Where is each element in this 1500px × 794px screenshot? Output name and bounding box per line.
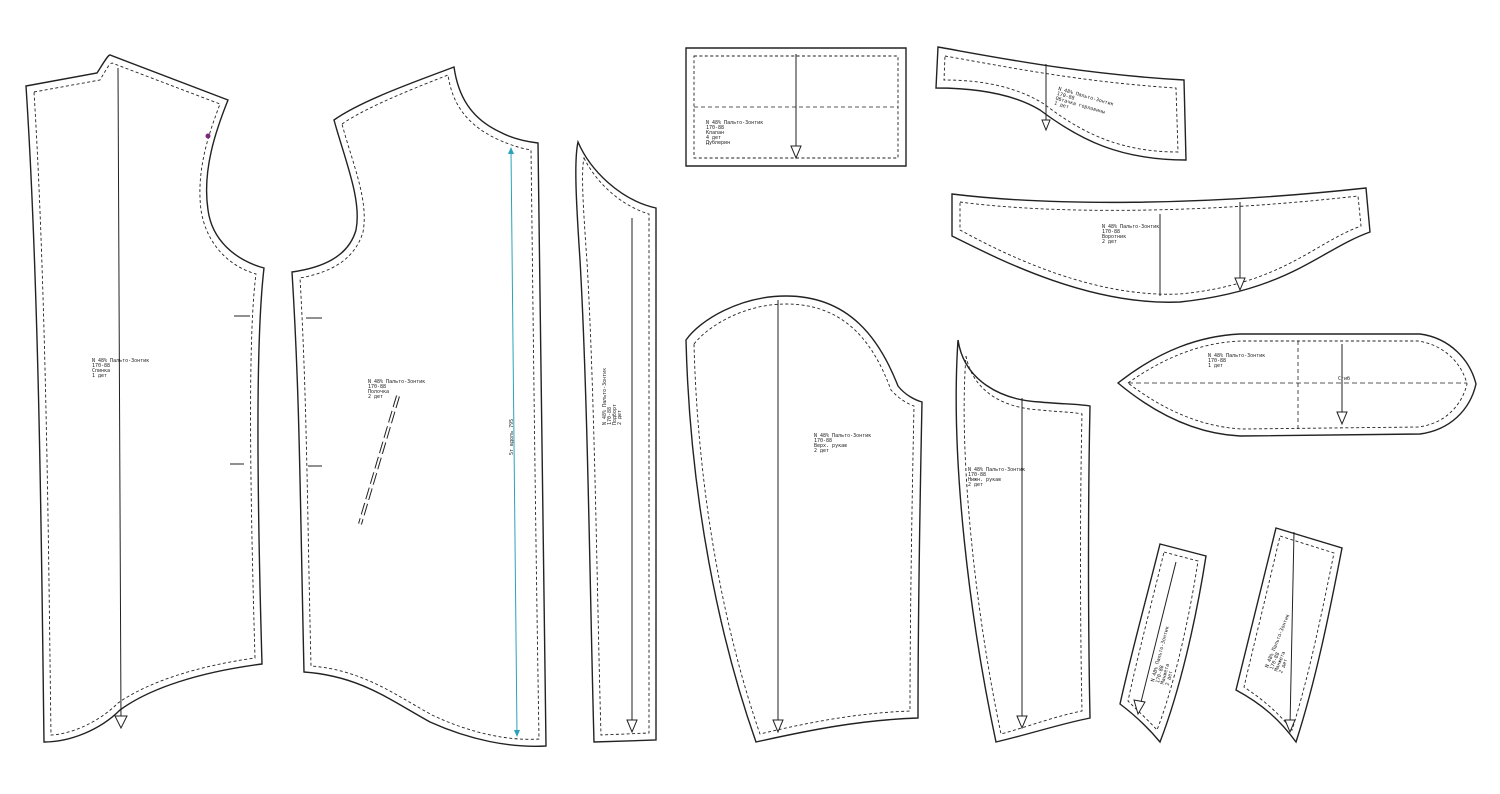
pocket-piece[interactable]: N 48% Пальто-Зонтик 170-88 Клапан 4 дет … [685, 47, 907, 167]
cuff-right-piece[interactable]: N 48% Пальто-Зонтик 170-88 Манжета 2 дет [1235, 527, 1343, 744]
upper-sleeve-piece[interactable]: N 48% Пальто-Зонтик 170-88 Верх. рукав 2… [685, 295, 923, 743]
belt-piece[interactable]: Сгиб N 48% Пальто-Зонтик 170-88 1 дет [1116, 333, 1477, 437]
collar-piece[interactable]: N 48% Пальто-Зонтик 170-88 Воротник 2 де… [951, 187, 1371, 303]
upper-sleeve-label: N 48% Пальто-Зонтик 170-88 Верх. рукав 2… [814, 433, 874, 454]
cuff-left-piece[interactable]: N 48% Пальто-Зонтик 170-88 Манжета 2 дет [1119, 543, 1207, 744]
front-measure-label: 5т вдоль 795 [509, 419, 515, 455]
front-label: N 48% Пальто-Зонтик 170-88 Полочка 2 дет [368, 379, 428, 400]
back-piece[interactable]: N 48% Пальто-Зонтик 170-88 Спинка 1 дет [25, 54, 265, 743]
back-label: N 48% Пальто-Зонтик 170-88 Спинка 1 дет [92, 358, 152, 379]
belt-label: N 48% Пальто-Зонтик 170-88 1 дет [1208, 353, 1268, 369]
under-sleeve-piece[interactable]: N 48% Пальто-Зонтик 170-88 Нижн. рукав 2… [955, 339, 1091, 743]
notch-dot [205, 133, 211, 139]
under-sleeve-label: N 48% Пальто-Зонтик 170-88 Нижн. рукав 2… [968, 467, 1028, 488]
facing-piece[interactable]: N 48% Пальто-Зонтик 170-88 Подборт 2 дет [575, 139, 657, 743]
collar-label: N 48% Пальто-Зонтик 170-88 Воротник 2 де… [1102, 224, 1162, 245]
front-piece[interactable]: 5т вдоль 795 N 48% Пальто-Зонтик 170-88 … [291, 66, 547, 747]
facing-label: N 48% Пальто-Зонтик 170-88 Подборт 2 дет [602, 365, 623, 425]
back-facing-piece[interactable]: N 48% Пальто-Зонтик 170-88 Обтачка горло… [935, 46, 1187, 161]
belt-fold-label: Сгиб [1338, 375, 1350, 382]
length-measure-line [510, 149, 518, 735]
pocket-label: N 48% Пальто-Зонтик 170-88 Клапан 4 дет … [706, 120, 766, 146]
